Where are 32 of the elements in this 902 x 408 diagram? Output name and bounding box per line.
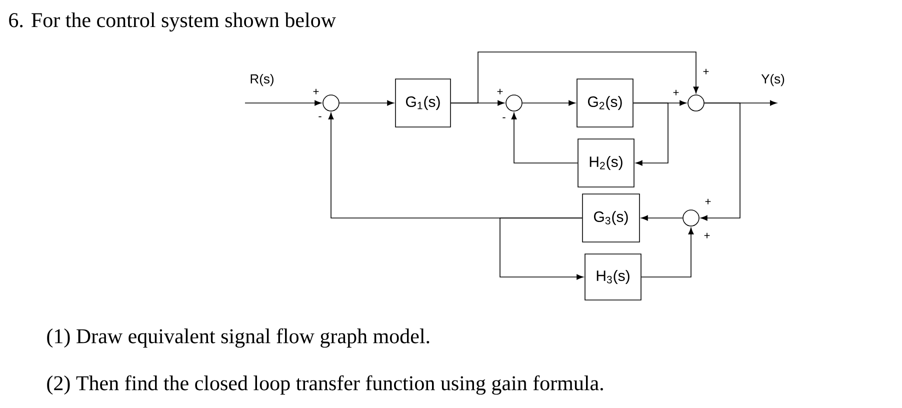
block-box: H$_{2}$(s)	[578, 138, 634, 188]
block-box: G$_{3}$(s)	[582, 194, 640, 242]
arrow	[339, 100, 394, 106]
arrow	[500, 218, 584, 280]
question-text: (2) Then find the closed loop transfer function using gain formula.	[47, 375, 603, 395]
arrow	[700, 102, 740, 221]
summing-junction	[506, 94, 522, 112]
arrow	[633, 102, 668, 166]
sign-label: +	[705, 198, 711, 204]
sign-label: +	[704, 232, 710, 238]
sign-label: +	[673, 90, 679, 96]
arrow	[450, 52, 699, 104]
signal-label: R(s)	[248, 72, 276, 88]
arrow	[641, 215, 683, 221]
block-box: G$_{2}$(s)	[576, 78, 634, 128]
arrow	[641, 228, 694, 278]
sign-label: -	[502, 117, 506, 118]
block-box: H$_{3}$(s)	[584, 254, 642, 300]
arrow	[244, 100, 322, 106]
summing-junction	[682, 210, 700, 226]
summing-junction	[688, 94, 704, 112]
sign-label: +	[497, 88, 503, 94]
block-box: G$_{1}$(s)	[395, 78, 451, 128]
sign-label: +	[313, 88, 319, 94]
question-text: (1) Draw equivalent signal flow graph model.	[47, 328, 430, 348]
summing-junction	[322, 94, 340, 112]
signal-label: Y(s)	[760, 72, 786, 88]
arrow	[522, 100, 576, 106]
sign-label: -	[318, 116, 322, 118]
sign-label: +	[703, 68, 709, 74]
title: 6. For the control system shown below	[9, 12, 336, 32]
arrow	[511, 112, 578, 164]
